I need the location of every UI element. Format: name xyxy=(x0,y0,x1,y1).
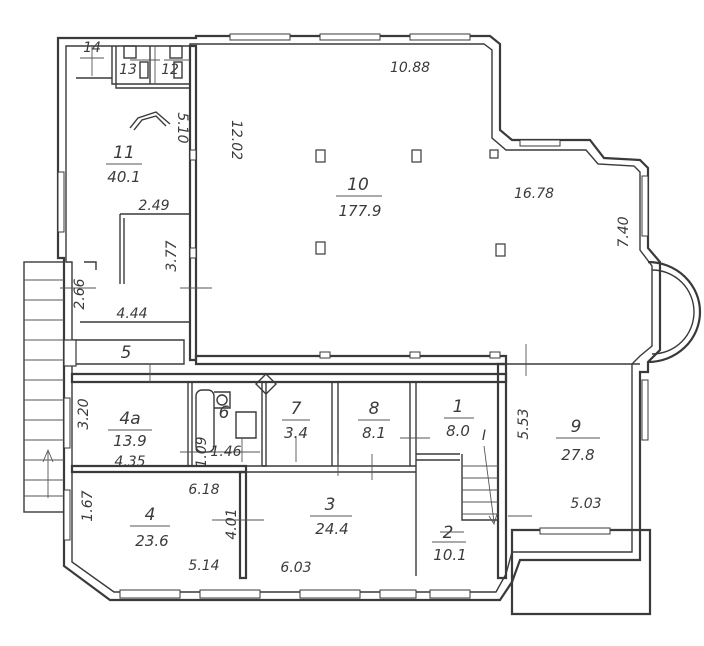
dim-room9-side: 5.53 xyxy=(516,408,532,439)
room-11: 11 40.1 xyxy=(106,143,142,186)
room-9-number-text: 9 xyxy=(571,417,582,437)
room-2: 2 10.1 xyxy=(432,523,467,564)
outer-walls xyxy=(56,34,702,616)
stair-mark: I xyxy=(482,428,486,444)
dim-room4-top: 6.18 xyxy=(188,482,219,498)
interior-walls xyxy=(63,44,640,580)
room-7: 7 3.4 xyxy=(282,399,310,442)
room-13-number: 13 xyxy=(119,62,137,78)
dim-room6-side: 1.09 xyxy=(194,436,210,467)
dim-room11-inner: 3.77 xyxy=(164,240,180,271)
dim-room11-bottom: 4.44 xyxy=(116,306,147,322)
room-12-number: 12 xyxy=(161,62,179,78)
exterior-stair xyxy=(23,261,65,513)
room-3: 3 24.4 xyxy=(310,495,352,538)
room-1: 1 8.0 xyxy=(444,397,474,440)
room-8-number: 8 xyxy=(369,399,380,419)
room-10: 10 177.9 xyxy=(336,175,382,220)
room-4a-number: 4a xyxy=(119,409,140,429)
dim-hall-top: 10.88 xyxy=(390,60,430,76)
room-7-number: 7 xyxy=(291,399,302,419)
room-11-area: 40.1 xyxy=(107,168,140,186)
dim-room4a-side: 3.20 xyxy=(76,398,92,429)
room-4-area: 23.6 xyxy=(135,532,168,550)
room-labels: 11 40.1 10 177.9 5 4a 13.9 6 7 3.4 8 xyxy=(106,62,474,564)
room-2-area: 10.1 xyxy=(433,546,466,564)
room-4a-area: 13.9 xyxy=(113,432,146,450)
room-7-area: 3.4 xyxy=(284,424,308,442)
room-2-number: 2 xyxy=(443,523,454,543)
room-4a: 4a 13.9 xyxy=(108,409,152,450)
dim-room4-bottom: 5.14 xyxy=(188,558,219,574)
dimension-lines xyxy=(60,46,532,533)
hall-columns xyxy=(315,149,506,257)
room-9-area-text: 27.8 xyxy=(561,446,594,464)
room-10-area: 177.9 xyxy=(339,202,382,220)
room-1-area: 8.0 xyxy=(446,422,470,440)
dim-room11-width: 2.49 xyxy=(138,198,169,214)
dim-room4-inner: 4.01 xyxy=(224,508,240,539)
room-14-number: 14 xyxy=(83,40,101,56)
room-8: 8 8.1 xyxy=(358,399,390,442)
dim-hall-left: 12.02 xyxy=(228,120,244,160)
dim-room6-width: 1.46 xyxy=(210,444,241,460)
dim-bay: 7.40 xyxy=(616,216,632,247)
dim-room11-left: 2.66 xyxy=(72,278,88,309)
windows xyxy=(57,33,649,599)
room-4-number: 4 xyxy=(145,505,156,525)
room-10-number: 10 xyxy=(347,175,369,195)
room-11-number: 11 xyxy=(113,143,135,163)
dimension-labels: 10.88 12.02 5.10 16.78 7.40 2.49 3.77 2.… xyxy=(72,60,632,576)
room-8-area: 8.1 xyxy=(362,424,386,442)
room-3-area: 24.4 xyxy=(315,520,348,538)
dim-room3-bottom: 6.03 xyxy=(280,560,311,576)
room-4: 4 23.6 xyxy=(130,505,170,550)
dim-room4a-width: 4.35 xyxy=(114,454,145,470)
dim-hall-right: 16.78 xyxy=(514,186,554,202)
room-9-label: 9 27.8 xyxy=(556,417,600,464)
room-5-number: 5 xyxy=(121,343,132,363)
dim-room9-width: 5.03 xyxy=(570,496,601,512)
room-1-number: 1 xyxy=(453,397,464,417)
dim-room4-side: 1.67 xyxy=(80,490,96,521)
room-6-number: 6 xyxy=(219,403,230,423)
dim-room11-side: 5.10 xyxy=(174,112,190,143)
room-3-number: 3 xyxy=(325,495,336,515)
